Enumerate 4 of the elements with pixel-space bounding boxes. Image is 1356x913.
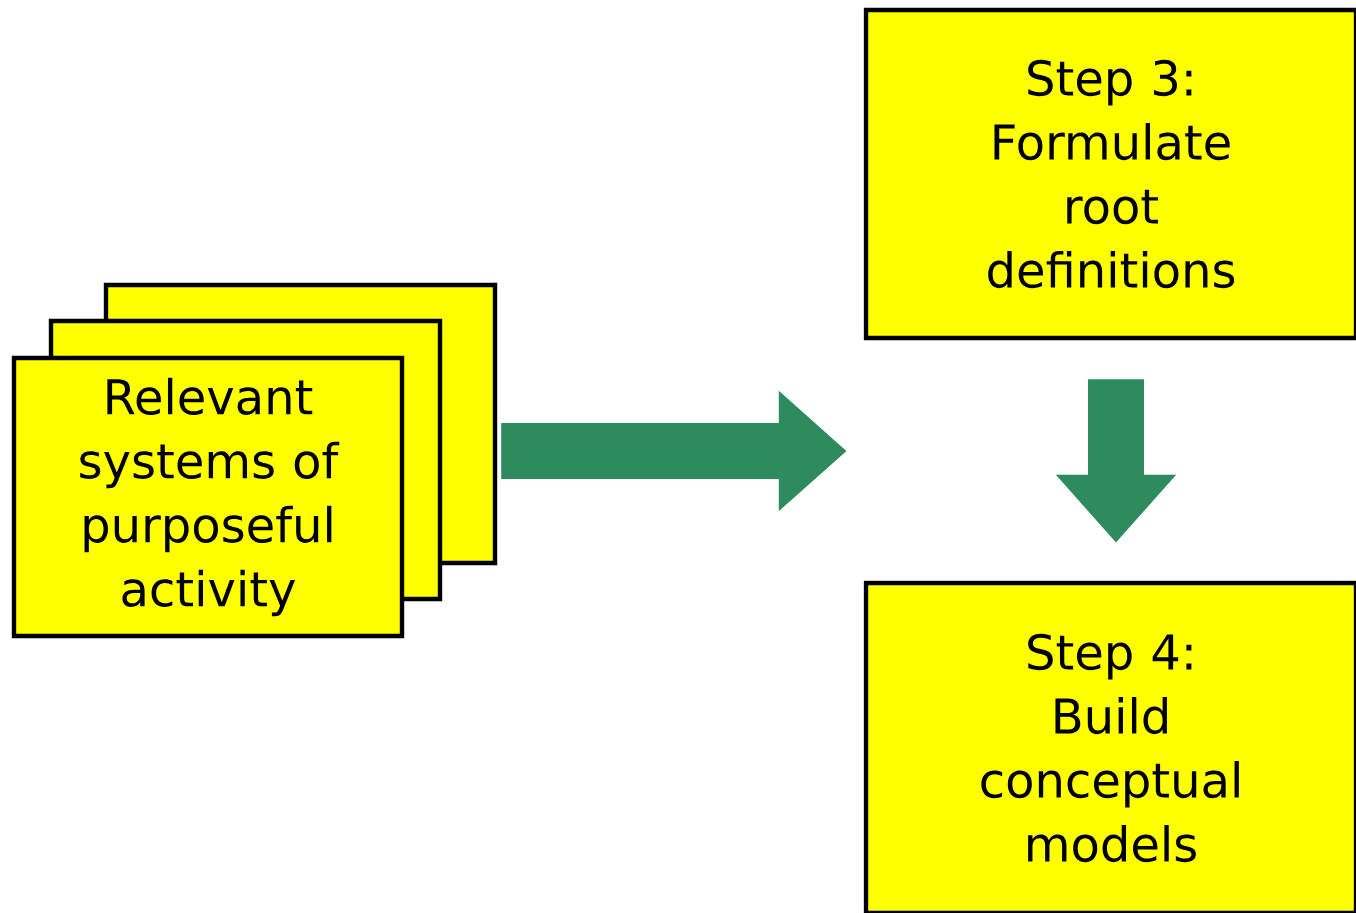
step-box: Step 3: Formulate root definitions (863, 7, 1356, 341)
step-box: Step 4: Build conceptual models (863, 580, 1356, 913)
node-label: activity (122, 569, 296, 617)
stacked-boxes: Relevant systems of purposeful activity (11, 282, 498, 639)
